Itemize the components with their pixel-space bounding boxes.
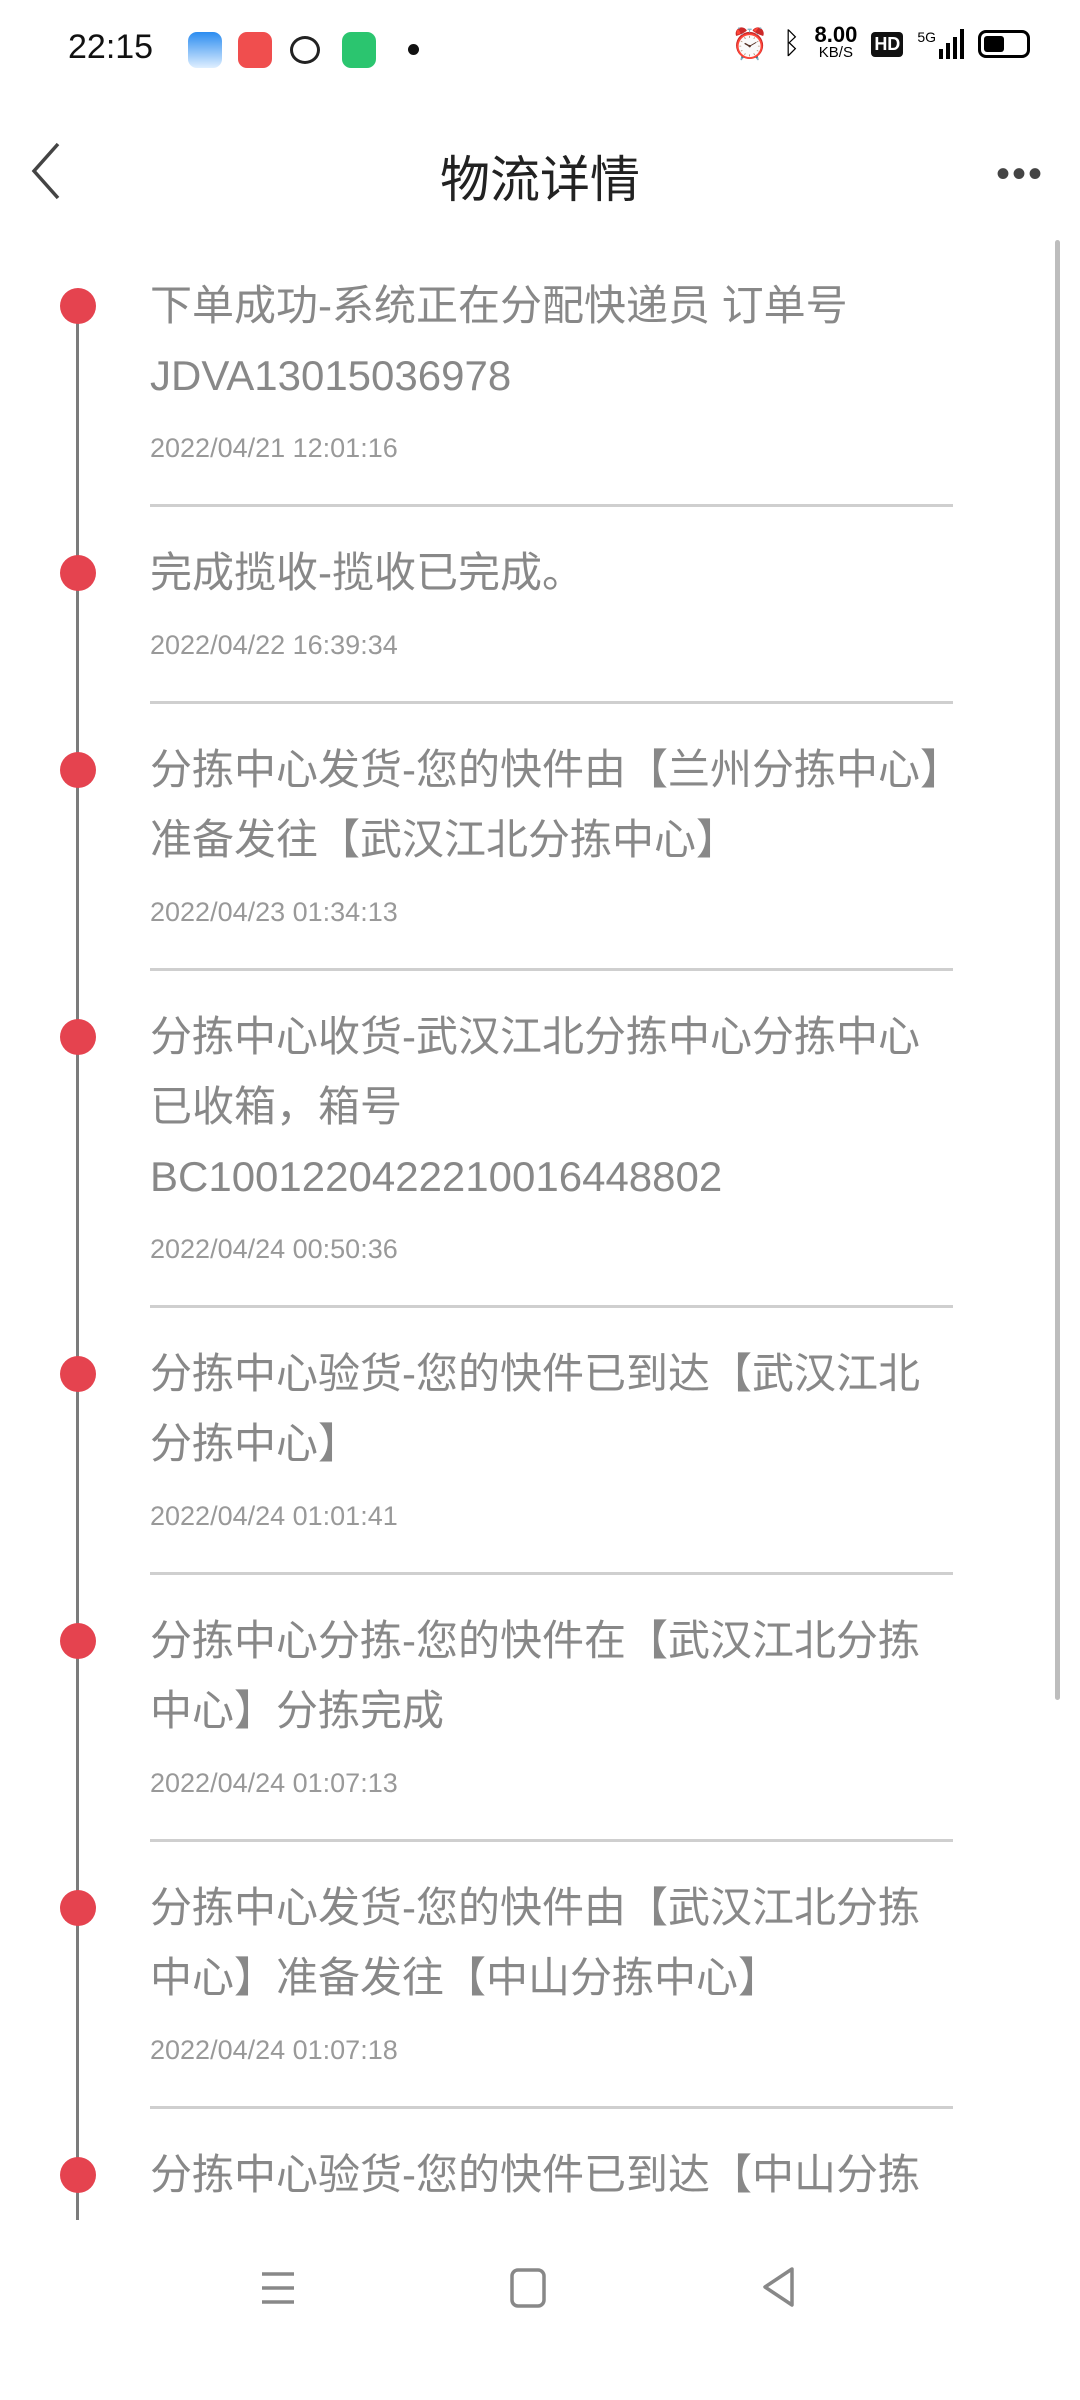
back-button[interactable] bbox=[28, 138, 88, 204]
event-time: 2022/04/24 00:50:36 bbox=[150, 1234, 398, 1264]
network-speed: 8.00 KB/S bbox=[814, 22, 858, 62]
alarm-icon: ⏰ bbox=[731, 27, 769, 61]
signal-icon: 5G bbox=[917, 29, 964, 59]
event-description: 下单成功-系统正在分配快递员 订单号JDVA13015036978 bbox=[150, 282, 848, 399]
speed-value: 8.00 bbox=[814, 22, 858, 47]
timeline-dot bbox=[60, 1356, 96, 1392]
chat-app-icon bbox=[290, 36, 320, 64]
timeline-dot bbox=[60, 2157, 96, 2193]
timeline-item: 下单成功-系统正在分配快递员 订单号JDVA13015036978 2022/0… bbox=[60, 240, 953, 507]
timeline-item: 分拣中心发货-您的快件由【武汉江北分拣中心】准备发往【中山分拣中心】 2022/… bbox=[60, 1842, 953, 2109]
timeline-line bbox=[76, 300, 79, 2220]
event-description: 完成揽收-揽收已完成。 bbox=[150, 549, 584, 596]
timeline-item: 分拣中心发货-您的快件由【兰州分拣中心】准备发往【武汉江北分拣中心】 2022/… bbox=[60, 704, 953, 971]
event-description: 分拣中心收货-武汉江北分拣中心分拣中心已收箱，箱号BC1001220422210… bbox=[150, 1013, 920, 1200]
menu-icon[interactable] bbox=[258, 2268, 298, 2308]
divider bbox=[150, 2106, 953, 2109]
bluetooth-icon: ᛒ bbox=[782, 27, 801, 60]
event-time: 2022/04/23 01:34:13 bbox=[150, 897, 398, 927]
timeline-dot bbox=[60, 1890, 96, 1926]
divider bbox=[150, 701, 953, 704]
logistics-timeline[interactable]: 下单成功-系统正在分配快递员 订单号JDVA13015036978 2022/0… bbox=[0, 240, 1080, 2220]
shopping-app-icon bbox=[342, 32, 376, 68]
clock: 22:15 bbox=[68, 28, 154, 66]
divider bbox=[150, 968, 953, 971]
timeline-dot bbox=[60, 1623, 96, 1659]
timeline-dot bbox=[60, 1019, 96, 1055]
scrollbar[interactable] bbox=[1055, 240, 1060, 1700]
app-header: 物流详情 ••• bbox=[0, 100, 1080, 240]
event-description: 分拣中心验货-您的快件已到达【武汉江北分拣中心】 bbox=[150, 1350, 920, 1467]
event-description: 分拣中心分拣-您的快件在【武汉江北分拣中心】分拣完成 bbox=[150, 1617, 920, 1734]
timeline-item: 分拣中心验货-您的快件已到达【中山分拣中心】 bbox=[60, 2109, 953, 2220]
event-time: 2022/04/24 01:07:13 bbox=[150, 1768, 398, 1798]
timeline-item: 分拣中心收货-武汉江北分拣中心分拣中心已收箱，箱号BC1001220422210… bbox=[60, 971, 953, 1308]
event-time: 2022/04/22 16:39:34 bbox=[150, 630, 398, 660]
system-nav-bar bbox=[0, 2220, 1080, 2400]
more-options-button[interactable]: ••• bbox=[995, 152, 1044, 196]
event-time: 2022/04/24 01:01:41 bbox=[150, 1501, 398, 1531]
video-app-icon bbox=[238, 32, 272, 68]
signal-type: 5G bbox=[917, 29, 936, 45]
divider bbox=[150, 1839, 953, 1842]
timeline-dot bbox=[60, 288, 96, 324]
timeline-dot bbox=[60, 555, 96, 591]
status-bar: 22:15 ⏰ ᛒ 8.00 KB/S HD 5G bbox=[0, 0, 1080, 100]
event-time: 2022/04/24 01:07:18 bbox=[150, 2035, 398, 2065]
battery-icon bbox=[978, 30, 1030, 58]
home-icon[interactable] bbox=[510, 2268, 546, 2308]
divider bbox=[150, 504, 953, 507]
divider bbox=[150, 1305, 953, 1308]
event-description: 分拣中心发货-您的快件由【兰州分拣中心】准备发往【武汉江北分拣中心】 bbox=[150, 746, 941, 863]
page-title: 物流详情 bbox=[440, 152, 640, 208]
timeline-item: 分拣中心验货-您的快件已到达【武汉江北分拣中心】 2022/04/24 01:0… bbox=[60, 1308, 953, 1575]
speed-unit: KB/S bbox=[818, 44, 853, 61]
event-description: 分拣中心验货-您的快件已到达【中山分拣中心】 bbox=[150, 2151, 920, 2198]
event-time: 2022/04/21 12:01:16 bbox=[150, 433, 398, 463]
timeline-item: 完成揽收-揽收已完成。 2022/04/22 16:39:34 bbox=[60, 507, 953, 704]
timeline-item: 分拣中心分拣-您的快件在【武汉江北分拣中心】分拣完成 2022/04/24 01… bbox=[60, 1575, 953, 1842]
timeline-dot bbox=[60, 752, 96, 788]
back-nav-icon[interactable] bbox=[760, 2266, 800, 2308]
divider bbox=[150, 1572, 953, 1575]
event-description: 分拣中心发货-您的快件由【武汉江北分拣中心】准备发往【中山分拣中心】 bbox=[150, 1884, 920, 2001]
hd-icon: HD bbox=[871, 31, 904, 57]
notification-dot-icon bbox=[408, 44, 419, 55]
browser-app-icon bbox=[188, 32, 222, 68]
